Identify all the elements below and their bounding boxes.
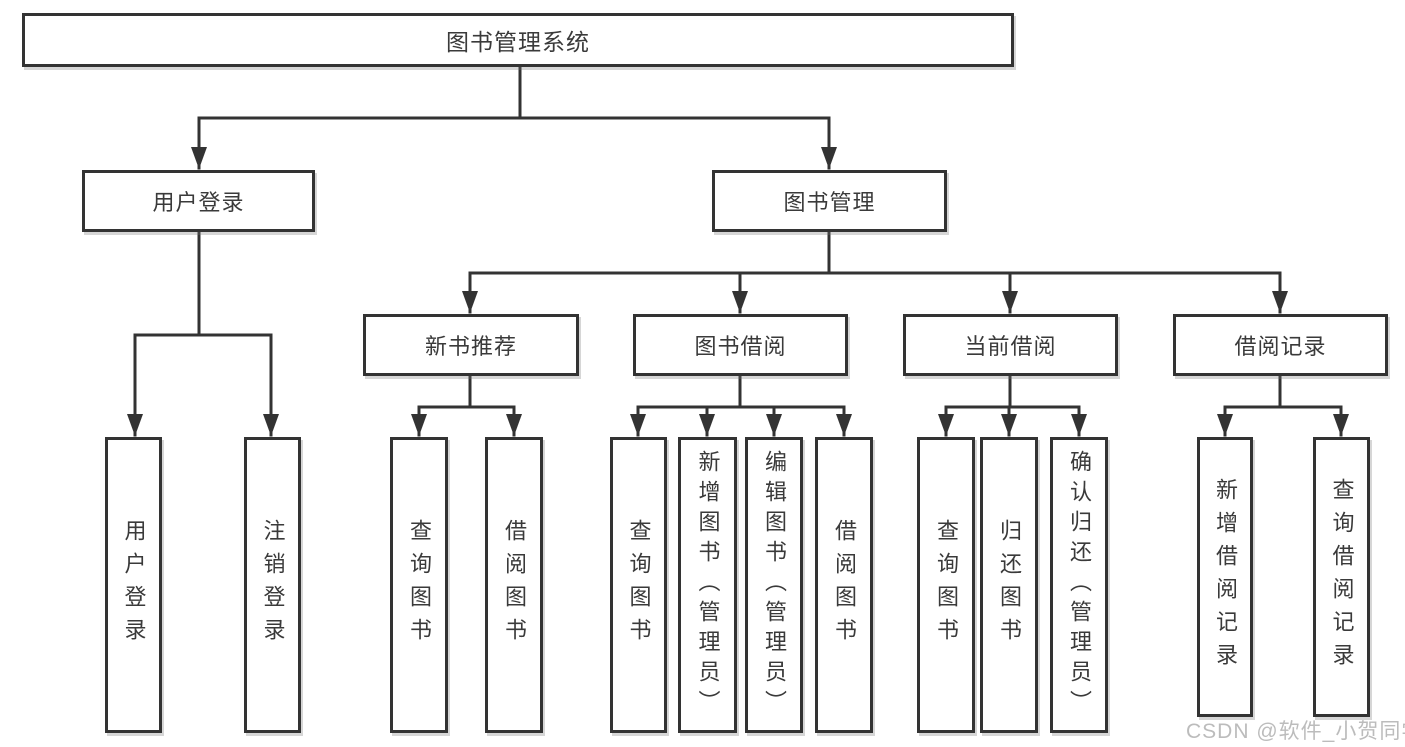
leaf-query-borrow-record: 查询借阅记录 — [1313, 437, 1370, 717]
node-current-borrowing: 当前借阅 — [903, 314, 1118, 376]
leaf-query-books-recommend: 查询图书 — [390, 437, 448, 733]
node-borrowing-records: 借阅记录 — [1173, 314, 1388, 376]
leaf-confirm-return-admin: 确认归还（管理员） — [1050, 437, 1108, 733]
node-user-login: 用户登录 — [82, 170, 315, 232]
leaf-borrow-books-recommend: 借阅图书 — [485, 437, 543, 733]
node-book-borrowing: 图书借阅 — [633, 314, 848, 376]
leaf-logout: 注销登录 — [244, 437, 301, 733]
leaf-query-books-current: 查询图书 — [917, 437, 975, 733]
leaf-add-borrow-record: 新增借阅记录 — [1197, 437, 1253, 717]
leaf-user-login: 用户登录 — [105, 437, 162, 733]
watermark: CSDN @软件_小贺同学 — [1186, 720, 1405, 743]
leaf-add-book-admin: 新增图书（管理员） — [678, 437, 737, 733]
leaf-edit-book-admin: 编辑图书（管理员） — [745, 437, 803, 733]
leaf-query-books-borrowing: 查询图书 — [610, 437, 667, 733]
node-book-management: 图书管理 — [712, 170, 947, 232]
leaf-return-book: 归还图书 — [980, 437, 1038, 733]
leaf-borrow-books-borrowing: 借阅图书 — [815, 437, 873, 733]
node-library-management-system: 图书管理系统 — [22, 13, 1014, 67]
node-new-book-recommendation: 新书推荐 — [363, 314, 579, 376]
